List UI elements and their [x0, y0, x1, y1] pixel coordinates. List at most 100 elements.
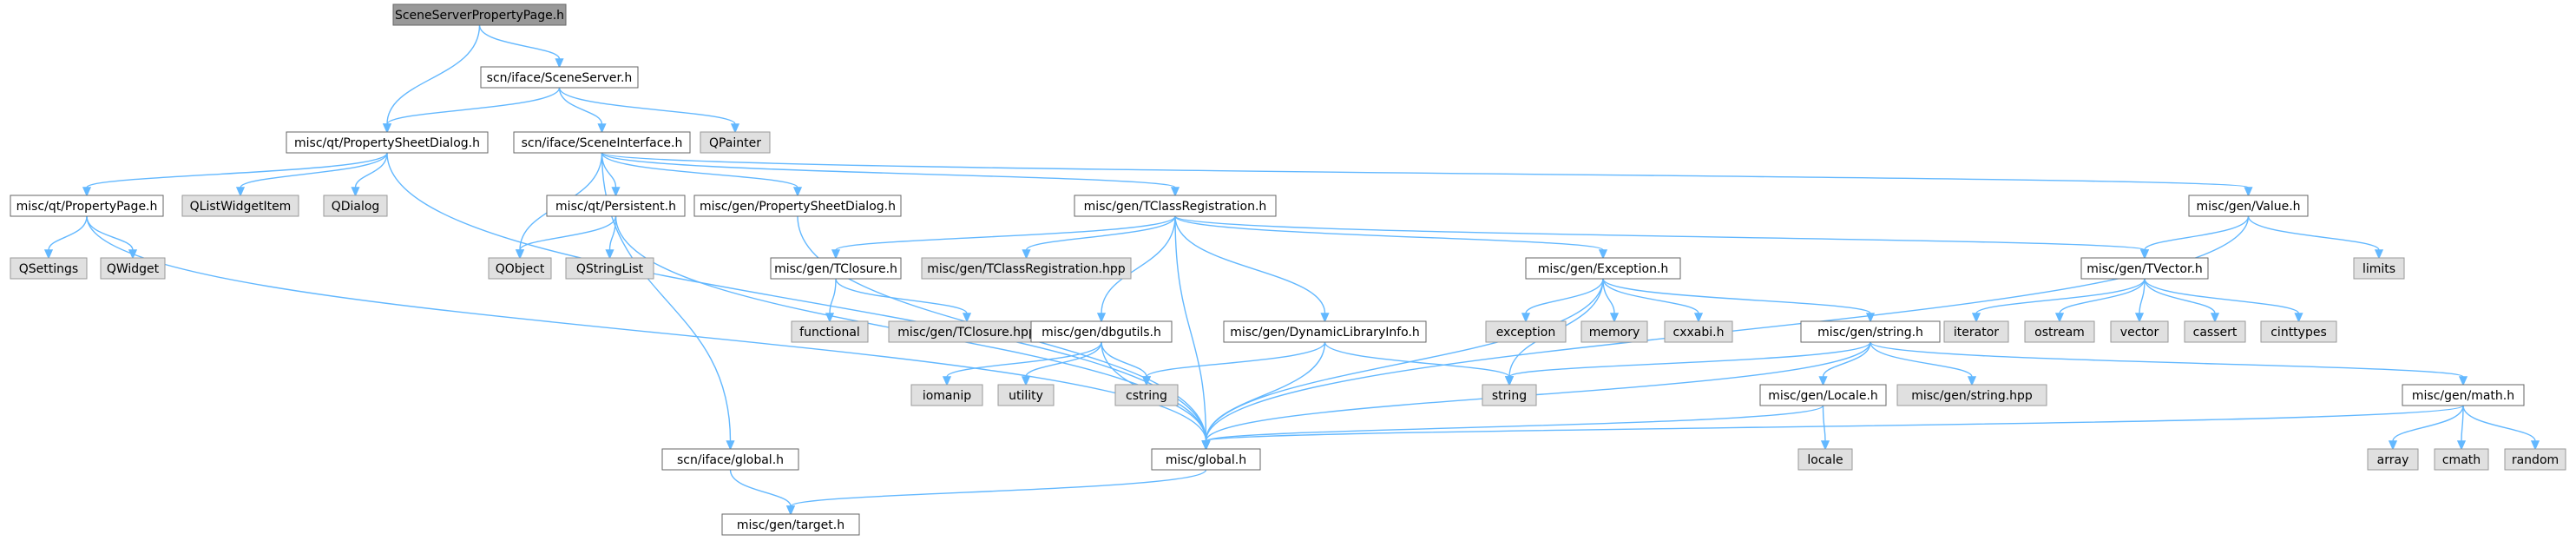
edge-line: [1602, 278, 1699, 314]
node-sceneinterface[interactable]: scn/iface/SceneInterface.h: [513, 131, 691, 154]
node-box: [2188, 195, 2309, 217]
node-box: [513, 131, 691, 154]
node-sceneserver[interactable]: scn/iface/SceneServer.h: [480, 66, 639, 89]
arrowhead-icon: [825, 313, 835, 323]
node-label: limits: [2362, 262, 2395, 276]
arrowhead-icon: [1598, 249, 1608, 260]
edge-line: [1205, 278, 1604, 442]
node-label: misc/gen/TClassRegistration.hpp: [927, 262, 1126, 276]
edge-stringh-to-stringhpp: [1870, 341, 1977, 386]
edge-line: [86, 152, 388, 188]
edge-tvector-to-cassert: [2144, 278, 2220, 323]
edge-line: [1508, 341, 1871, 378]
node-label: misc/gen/string.hpp: [1911, 389, 2033, 403]
edge-line: [558, 87, 603, 125]
node-label: misc/qt/PropertySheetDialog.h: [294, 136, 480, 150]
node-locale_h[interactable]: misc/gen/Locale.h: [1759, 384, 1887, 406]
edge-dbgutils-to-utility: [1021, 341, 1102, 386]
arrowhead-icon: [942, 376, 952, 386]
edge-exception-to-stringh: [1602, 278, 1876, 323]
edge-line: [240, 152, 388, 188]
node-label: misc/gen/string.h: [1817, 326, 1923, 340]
node-genpropsheetdialog[interactable]: misc/gen/PropertySheetDialog.h: [693, 195, 902, 217]
edge-propertypage-to-qwidget: [86, 215, 138, 260]
edge-math-to-miscglobal: [1201, 405, 2464, 451]
node-stringhpp: misc/gen/string.hpp: [1896, 384, 2047, 406]
node-label: misc/gen/Value.h: [2196, 200, 2300, 214]
edge-line: [2059, 278, 2146, 314]
edge-root-to-propsheetdialog: [382, 24, 481, 134]
node-persistent[interactable]: misc/qt/Persistent.h: [546, 195, 686, 217]
node-box: [100, 257, 166, 280]
node-propsheetdialog[interactable]: misc/qt/PropertySheetDialog.h: [286, 131, 489, 154]
edge-tclosure-to-functional: [825, 278, 837, 323]
node-box: [2367, 448, 2419, 471]
node-miscglobal[interactable]: misc/global.h: [1151, 448, 1261, 471]
node-box: [480, 66, 639, 89]
node-tclassreg[interactable]: misc/gen/TClassRegistration.h: [1074, 195, 1277, 217]
node-ifaceglobal[interactable]: scn/iface/global.h: [661, 448, 799, 471]
node-box: [2504, 448, 2566, 471]
node-box: [693, 195, 902, 217]
node-box: [921, 257, 1132, 280]
node-qlistwidgetitem: QListWidgetItem: [181, 195, 299, 217]
arrowhead-icon: [2458, 376, 2468, 386]
node-label: vector: [2120, 326, 2159, 340]
arrowhead-icon: [1818, 376, 1828, 386]
arrowhead-icon: [43, 249, 54, 260]
node-label: utility: [1009, 389, 1043, 403]
arrowhead-icon: [792, 187, 803, 197]
node-label: functional: [799, 326, 860, 340]
node-label: misc/gen/TClassRegistration.h: [1084, 200, 1267, 214]
edge-line: [601, 152, 798, 188]
edge-line: [1205, 405, 1824, 442]
node-box: [2402, 384, 2525, 406]
edge-line: [1146, 341, 1326, 378]
arrowhead-icon: [2530, 440, 2540, 451]
node-string: string: [1482, 384, 1537, 406]
arrowhead-icon: [2244, 187, 2253, 197]
edge-exception-to-exceptionstd: [1521, 278, 1604, 323]
node-tclosure[interactable]: misc/gen/TClosure.h: [770, 257, 902, 280]
arrowhead-icon: [605, 249, 614, 260]
node-functional: functional: [791, 320, 869, 343]
node-value[interactable]: misc/gen/Value.h: [2188, 195, 2309, 217]
node-propertypage[interactable]: misc/qt/PropertyPage.h: [10, 195, 164, 217]
node-stringh[interactable]: misc/gen/string.h: [1800, 320, 1941, 343]
edge-exception-to-cxxabi: [1602, 278, 1704, 323]
node-box: [1943, 320, 2009, 343]
node-box: [1797, 448, 1853, 471]
edge-line: [386, 87, 561, 125]
node-box: [1074, 195, 1277, 217]
edge-line: [2392, 405, 2464, 442]
node-dynlib[interactable]: misc/gen/DynamicLibraryInfo.h: [1223, 320, 1427, 343]
edge-line: [1205, 405, 2464, 442]
edge-line: [86, 215, 134, 251]
node-tclosurehpp: misc/gen/TClosure.hpp: [888, 320, 1046, 343]
node-label: array: [2377, 453, 2409, 467]
node-label: scn/iface/global.h: [677, 453, 784, 467]
arrowhead-icon: [2054, 313, 2065, 323]
edge-line: [601, 152, 1176, 188]
node-math[interactable]: misc/gen/math.h: [2402, 384, 2525, 406]
node-box: [1580, 320, 1648, 343]
arrowhead-icon: [1504, 376, 1515, 386]
node-exception[interactable]: misc/gen/Exception.h: [1525, 257, 1681, 280]
edge-propsheetdialog-to-qdialog: [351, 152, 388, 197]
node-tvector[interactable]: misc/gen/TVector.h: [2080, 257, 2209, 280]
edge-value-to-limits: [2247, 215, 2384, 260]
arrowhead-icon: [2139, 249, 2150, 260]
node-target[interactable]: misc/gen/target.h: [721, 513, 860, 536]
edge-line: [1525, 278, 1604, 314]
node-label: memory: [1589, 326, 1640, 340]
node-dbgutils[interactable]: misc/gen/dbgutils.h: [1030, 320, 1173, 343]
edge-line: [1101, 215, 1176, 314]
edge-root-to-sceneserver: [478, 24, 564, 69]
node-box: [1896, 384, 2047, 406]
node-label: misc/gen/Exception.h: [1538, 262, 1669, 276]
node-vector: vector: [2110, 320, 2169, 343]
edge-line: [1174, 215, 1326, 314]
arrowhead-icon: [1021, 376, 1031, 386]
edge-persistent-to-qobject: [515, 215, 617, 260]
edge-line: [1025, 341, 1102, 378]
